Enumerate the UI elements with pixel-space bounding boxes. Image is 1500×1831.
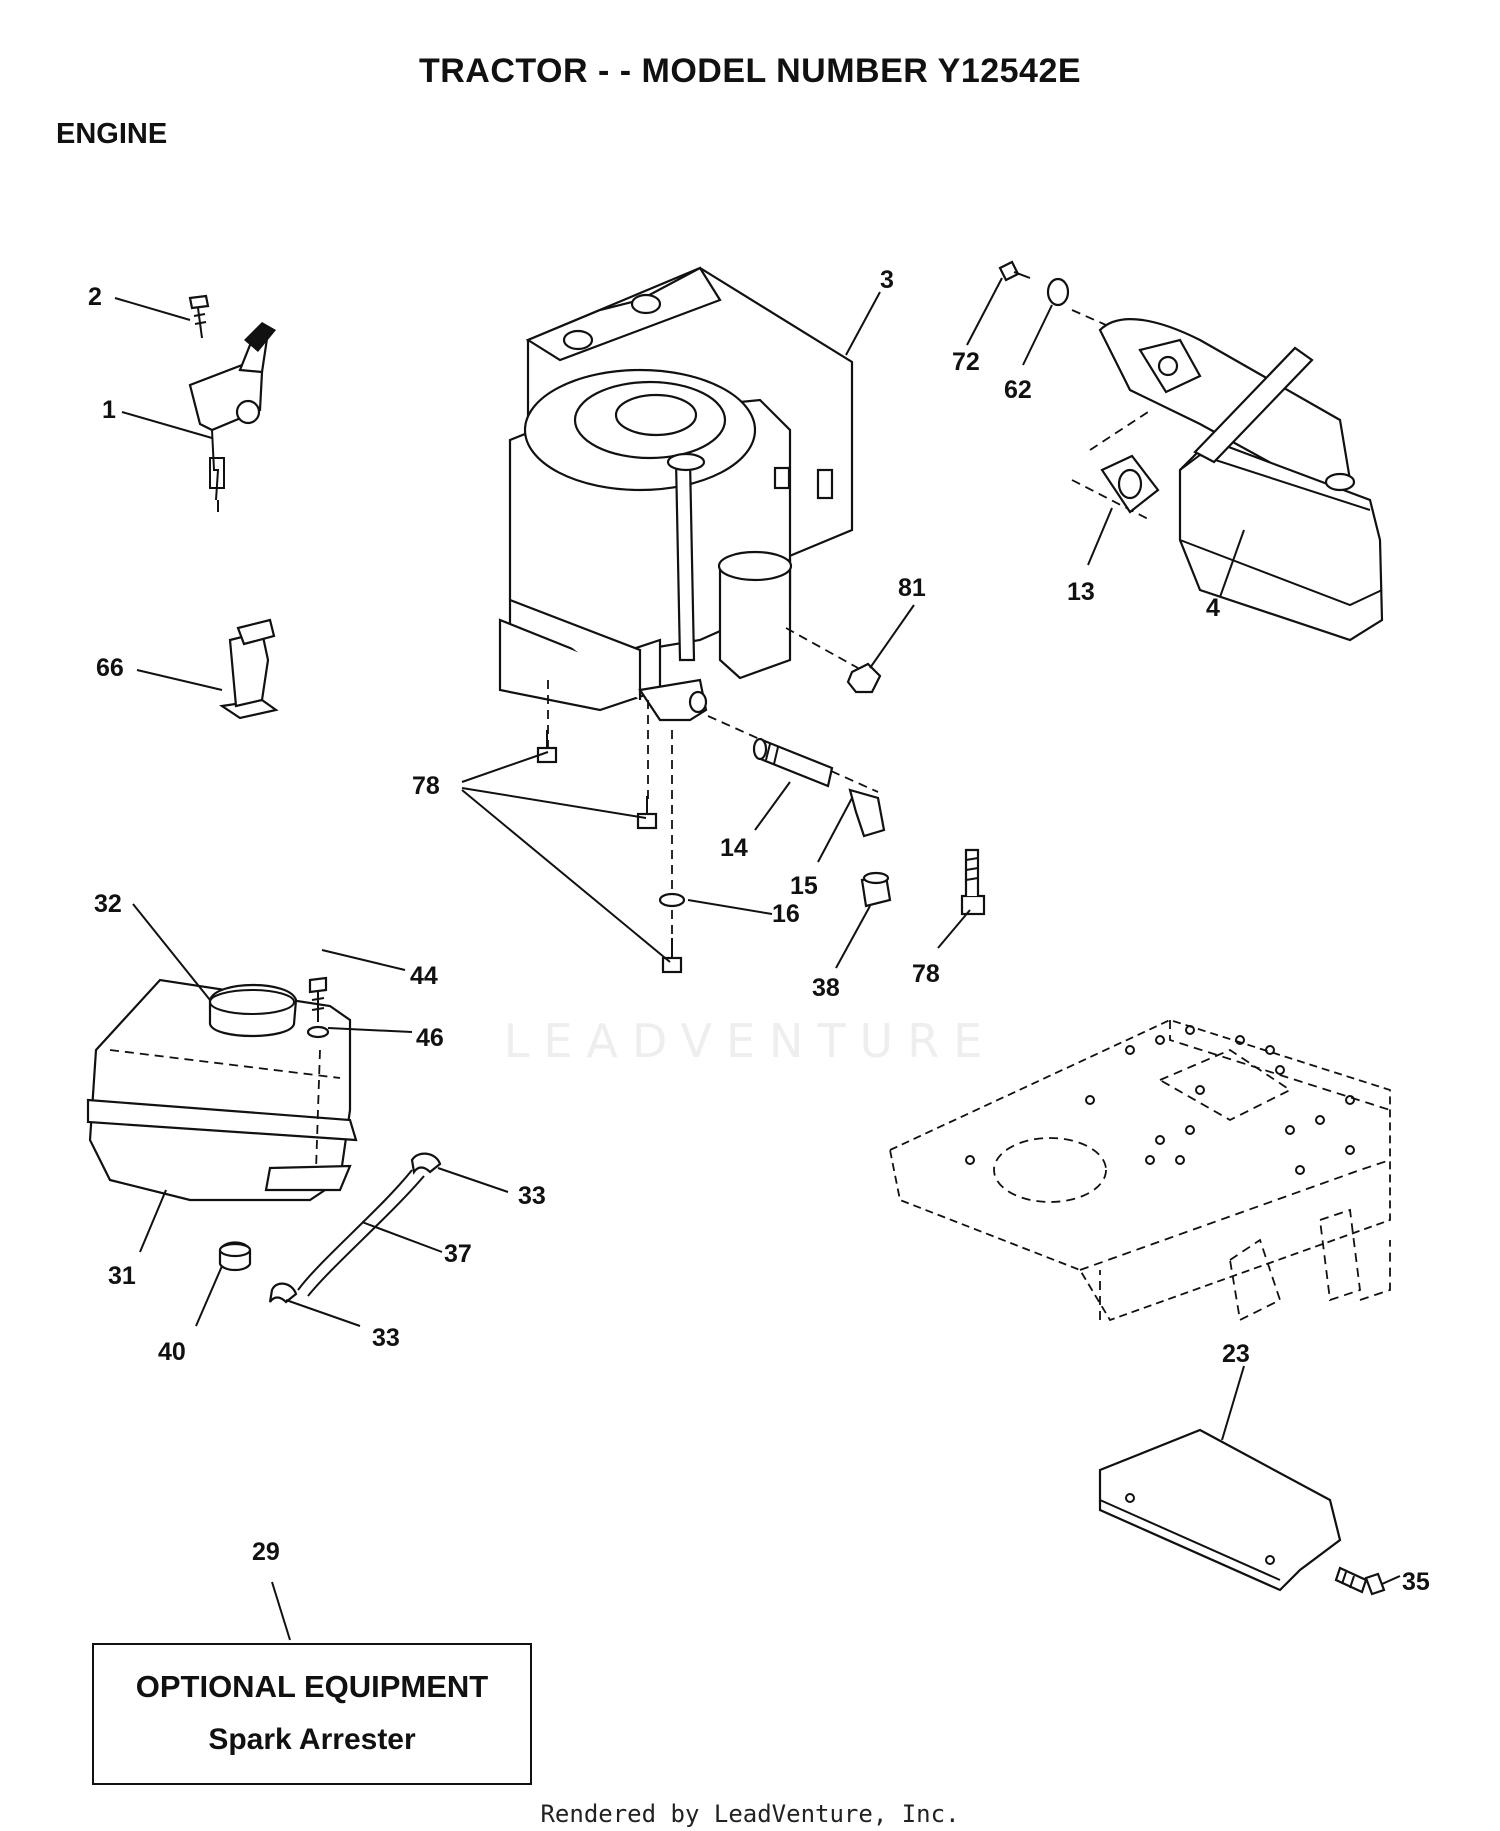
page-title: TRACTOR - - MODEL NUMBER Y12542E [418,52,1082,90]
callout-3: 3 [880,266,894,294]
cap-part-38 [860,871,892,908]
callout-2: 2 [88,283,102,311]
callout-1: 1 [102,396,116,424]
heat-shield-part-23 [1098,1428,1342,1592]
footer-credit: Rendered by LeadVenture, Inc. [540,1800,960,1828]
bolt-part-72 [998,260,1031,282]
leader-lines [114,277,1401,1641]
engine-part-3 [498,266,854,722]
callout-40: 40 [158,1338,186,1366]
washer-part-46 [306,1025,330,1039]
callout-44: 44 [410,962,438,990]
optional-equipment-box: OPTIONAL EQUIPMENT Spark Arrester [92,1643,532,1785]
washer-part-62 [1046,277,1070,307]
bolt-part-78-a [536,730,558,764]
callout-14: 14 [720,834,748,862]
clip-part-66 [219,618,279,720]
callout-38: 38 [812,974,840,1002]
bolt-part-78-c [661,938,683,974]
clamp-part-33-b [268,1282,298,1304]
gasket-part-13 [1100,454,1160,514]
optional-equipment-subtitle: Spark Arrester [208,1723,416,1756]
grommet-part-40 [218,1241,252,1272]
bolt-part-78-b [636,796,658,830]
nut-part-81 [846,662,882,694]
callout-32: 32 [94,890,122,918]
callout-62: 62 [1004,376,1032,404]
callout-29: 29 [252,1538,280,1566]
screw-part-2 [188,294,210,339]
callout-78-b: 78 [912,960,940,988]
callout-23: 23 [1222,1340,1250,1368]
screw-part-44 [308,976,328,1022]
elbow-part-15 [848,788,886,838]
callout-15: 15 [790,872,818,900]
section-title: ENGINE [56,118,168,150]
fuel-tank-part-31 [86,978,358,1202]
watermark: LEADVENTURE [503,1014,997,1068]
muffler-part-4 [1098,318,1384,642]
callout-37: 37 [444,1240,472,1268]
screw-part-35 [1334,1566,1386,1596]
callout-4: 4 [1206,594,1220,622]
callout-16: 16 [772,900,800,928]
callout-33-b: 33 [372,1324,400,1352]
callout-33-a: 33 [518,1182,546,1210]
nipple-part-14 [752,737,834,788]
washer-part-16 [658,892,686,908]
callout-31: 31 [108,1262,136,1290]
bolt-part-78-d [960,848,986,916]
fuel-line-part-37 [297,1169,425,1297]
throttle-control-part [188,322,276,512]
callout-46: 46 [416,1024,444,1052]
optional-equipment-title: OPTIONAL EQUIPMENT [135,1669,489,1704]
callout-78-a: 78 [412,772,440,800]
callout-35: 35 [1402,1568,1430,1596]
callout-72: 72 [952,348,980,376]
clamp-part-33-a [410,1152,442,1175]
callout-66: 66 [96,654,124,682]
callout-13: 13 [1067,578,1095,606]
tractor-frame [888,1019,1391,1322]
callout-81: 81 [898,574,926,602]
